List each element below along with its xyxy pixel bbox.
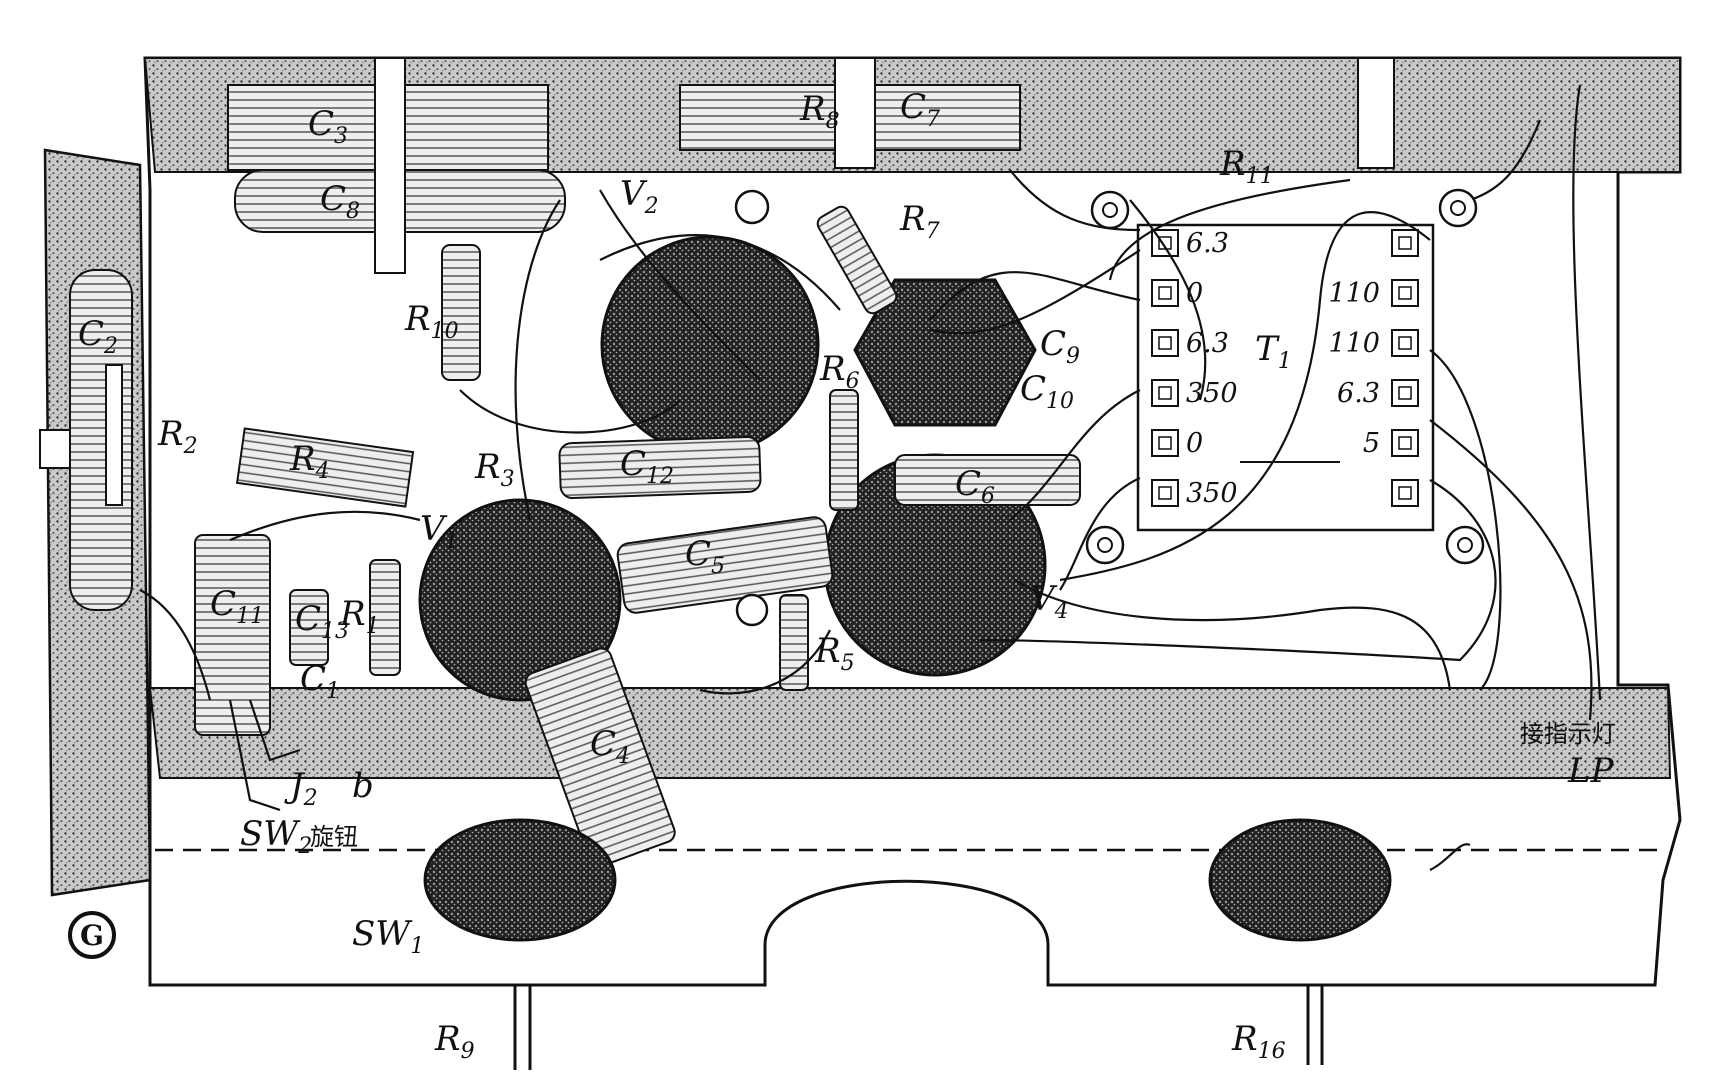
transformer-right-terminal [1391,329,1419,357]
corner-badge: G [68,911,116,959]
label-r2: R2 [157,414,198,459]
label-v4: V4 [1030,579,1069,624]
transformer-t1 [1136,223,1435,532]
transformer-left-terminal-label: 0 [1186,428,1203,459]
transformer-right-terminal-label: 110 [1328,278,1380,309]
label-v1: V1 [420,509,459,554]
label-c4: C4 [590,724,630,769]
transformer-right-terminal-label: 6.3 [1337,378,1380,409]
label-c2: C2 [78,314,118,359]
front-controls [423,818,1392,1070]
transformer-left-terminal-label: 350 [1186,478,1238,509]
transformer-left-terminal-label: 6.3 [1186,328,1229,359]
label-r9: R9 [434,1019,475,1064]
label-r7: R7 [899,199,940,244]
label-r8: R8 [799,89,840,134]
label-sw1: SW1 [352,914,424,959]
label-r11: R11 [1219,144,1274,189]
transformer-left-terminal-label: 0 [1186,278,1203,309]
transformer-right-terminal-label: 110 [1328,328,1380,359]
label-c9: C9 [1040,324,1080,369]
label-sw2: SW2 [240,814,312,859]
label-j2: J2 [284,766,318,811]
j2-suffix-label: b [352,766,374,806]
transformer-left-terminal-label: 6.3 [1186,228,1229,259]
component-bodies [194,205,1081,868]
transformer-terminal-labels: 6.3 0 6.3 350 0 350 110 110 6.3 5 [1186,228,1380,509]
transformer-left-terminal-label: 350 [1186,378,1238,409]
label-t1: T1 [1255,329,1292,374]
annotations: b 旋钮 接指示灯 LP [310,720,1616,851]
label-c12: C12 [620,444,674,489]
label-c11: C11 [210,584,264,629]
label-r4: R4 [289,439,330,484]
label-c5: C5 [685,534,725,579]
sw2-knob-text: 旋钮 [310,823,358,851]
wiring [139,84,1602,871]
label-c1: C1 [300,659,340,704]
label-c3: C3 [308,104,348,149]
label-r3: R3 [474,447,515,492]
transformer-right-terminal [1391,229,1419,257]
label-c8: C8 [320,179,360,224]
label-r6: R6 [819,349,860,394]
mounting-nuts [734,188,1485,627]
label-r5: R5 [814,631,855,676]
transformer-right-terminal-label: 5 [1363,428,1380,459]
label-c10: C10 [1020,369,1074,414]
corner-badge-letter: G [80,919,104,952]
label-r10: R10 [404,299,459,344]
indicator-lamp-label: LP [1567,751,1615,791]
label-c13: C13 [295,599,349,644]
transformer-left-terminal [1151,329,1179,357]
label-c6: C6 [955,464,995,509]
label-v2: V2 [620,174,659,219]
filter-capacitor-c2 [69,269,133,611]
label-c7: C7 [900,87,940,132]
tube-sockets [418,235,1047,702]
indicator-lamp-text: 接指示灯 [1520,720,1616,748]
rear-capacitors [227,57,1395,274]
label-r16: R16 [1231,1019,1286,1064]
label-r1: R1 [339,594,380,639]
